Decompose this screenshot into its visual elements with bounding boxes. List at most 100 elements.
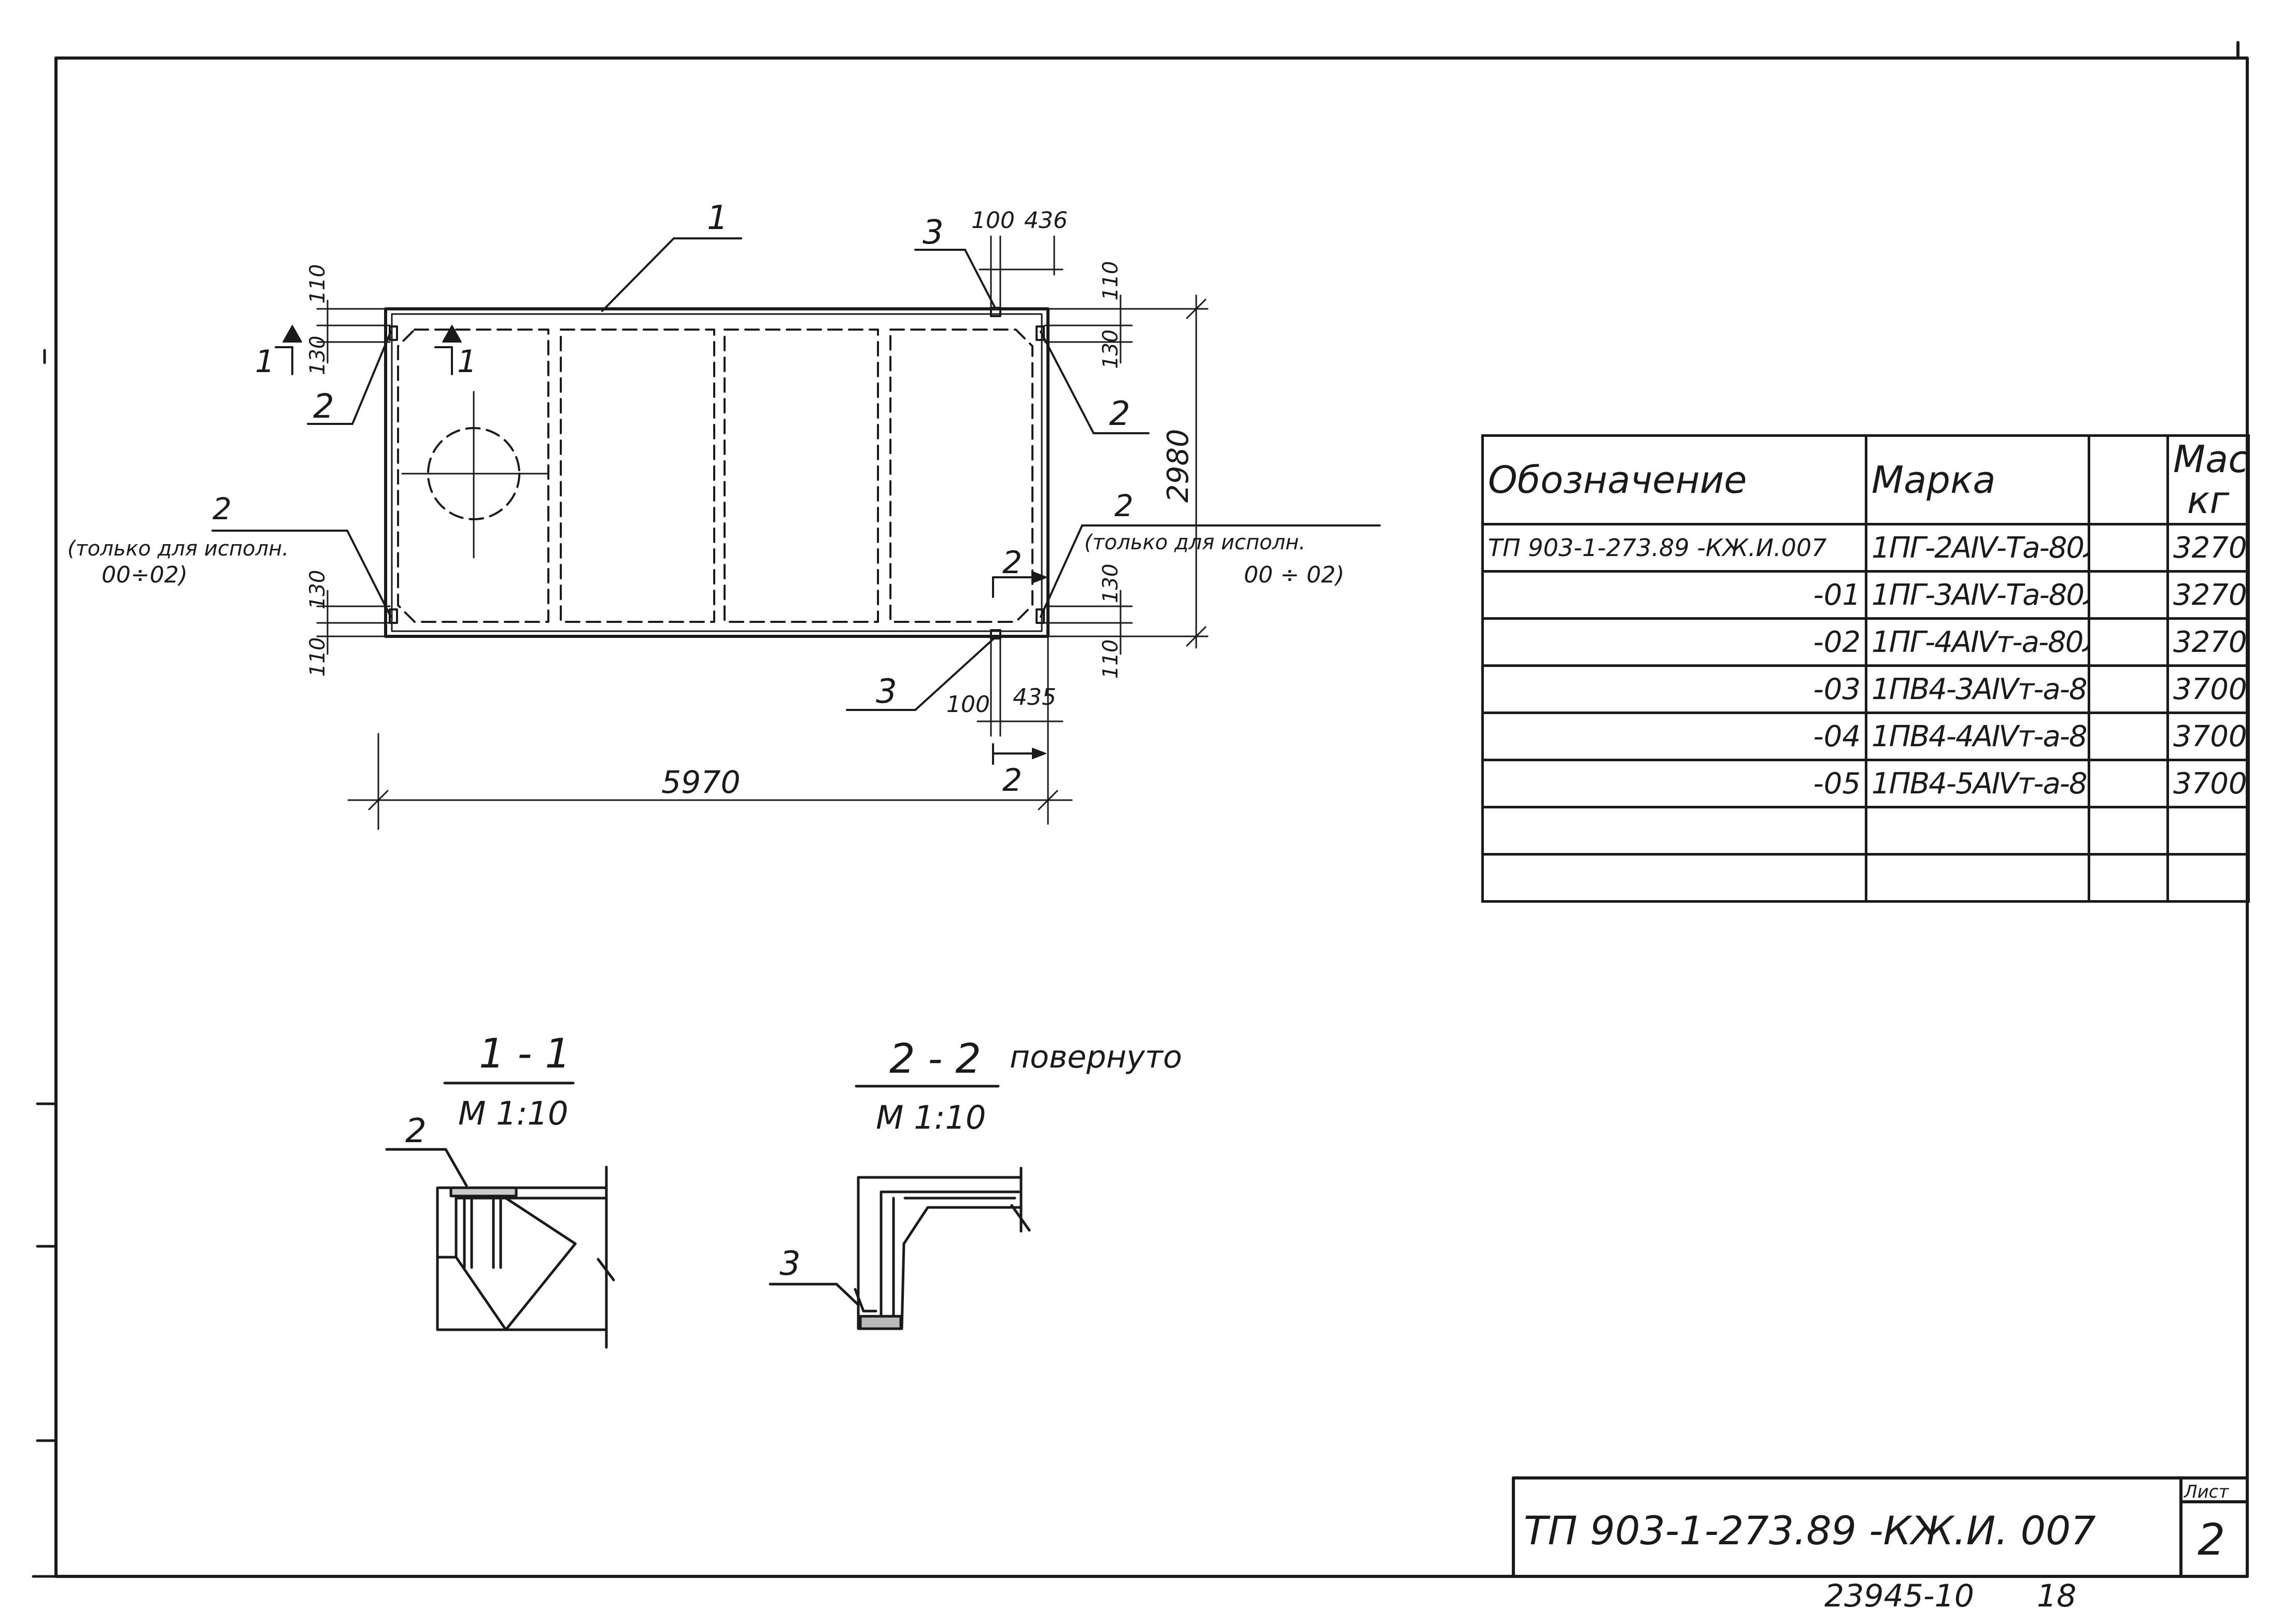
section-2-title: 2 - 2 bbox=[889, 1036, 981, 1083]
dim-bottom-a: 100 bbox=[946, 691, 990, 718]
cell-brand: 1ПВ4-3АⅣт-а-80Л2В-2-400м bbox=[1865, 664, 2090, 714]
section-1-callout: 2 bbox=[405, 1112, 427, 1150]
sheet-label: Лист bbox=[2183, 1482, 2229, 1502]
corner-pads bbox=[389, 325, 1045, 624]
cell-mass bbox=[2166, 806, 2250, 856]
header-brand: Марка bbox=[1865, 434, 2090, 525]
dim-left-top-a: 110 bbox=[306, 264, 330, 304]
dim-width: 2980 bbox=[1161, 429, 1195, 503]
note-left-number: 2 bbox=[212, 491, 232, 527]
cell-blank bbox=[2088, 570, 2169, 620]
cell-blank bbox=[2088, 712, 2169, 761]
section-mark-2-bottom: 2 bbox=[1002, 762, 1022, 799]
cell-brand: 1ПГ-3АⅣ-Та-80Л2В2-400м bbox=[1865, 570, 2090, 620]
cell-brand: 1ПГ-4АⅣт-а-80Л2В-2-400м bbox=[1865, 617, 2090, 667]
cell-blank bbox=[2088, 664, 2169, 714]
note-right-line2: 00 ÷ 02) bbox=[1244, 562, 1344, 588]
cell-designation bbox=[1481, 853, 1867, 903]
dim-bottom-b: 435 bbox=[1013, 684, 1056, 710]
cell-mass bbox=[2166, 853, 2250, 903]
cell-designation: -05 bbox=[1481, 759, 1867, 808]
table-row: -04 1ПВ4-4АⅣт-а-80Л2В-2-400м 3700 bbox=[1481, 712, 2250, 761]
section-1-scale: М 1:10 bbox=[458, 1094, 568, 1132]
margin-ticks bbox=[32, 349, 58, 1578]
note-left-line2: 00÷02) bbox=[102, 562, 188, 588]
dim-left-top-b: 130 bbox=[306, 336, 330, 375]
header-blank bbox=[2088, 434, 2169, 525]
title-block-code: ТП 903-1-273.89 -КЖ.И. 007 bbox=[1524, 1507, 2096, 1554]
dim-right-bot-b: 110 bbox=[1099, 639, 1123, 679]
header-designation: Обозначение bbox=[1481, 434, 1867, 525]
table-row: -05 1ПВ4-5АⅣт-а-80Л2В-2-400м 3700 bbox=[1481, 759, 2250, 808]
page-number: 18 bbox=[2037, 1578, 2076, 1614]
callout-pad-right: 2 bbox=[1109, 395, 1130, 433]
section-mark-1-left: 1 bbox=[255, 344, 275, 380]
sheet-frame bbox=[54, 41, 2249, 1578]
cell-brand: 1ПГ-2АⅣ-Та-80Л2В-2-400м bbox=[1865, 523, 2090, 573]
note-right-line1: (только для исполн. bbox=[1084, 531, 1306, 554]
header-mass: Массакг bbox=[2166, 434, 2250, 525]
cell-blank bbox=[2088, 806, 2169, 856]
section-2-scale: М 1:10 bbox=[876, 1099, 986, 1136]
dim-length: 5970 bbox=[661, 764, 741, 801]
cell-brand: 1ПВ4-4АⅣт-а-80Л2В-2-400м bbox=[1865, 712, 2090, 761]
callout-frame: 1 bbox=[707, 199, 728, 237]
section-1-title: 1 - 1 bbox=[479, 1031, 571, 1077]
table-row: -02 1ПГ-4АⅣт-а-80Л2В-2-400м 3270 bbox=[1481, 617, 2250, 667]
dim-right-top-a: 110 bbox=[1099, 261, 1123, 301]
cell-blank bbox=[2088, 523, 2169, 573]
cell-mass: 3700 bbox=[2166, 712, 2250, 761]
section-2-2: 2 - 2 повернуто М 1:10 3 bbox=[769, 1036, 1182, 1330]
section-mark-1-right: 1 bbox=[457, 344, 477, 380]
inventory-number: 23945-10 bbox=[1824, 1578, 1974, 1614]
header-mass-label: Масса bbox=[2173, 437, 2249, 481]
cell-designation: ТП 903-1-273.89 -КЖ.И.007 bbox=[1481, 523, 1867, 573]
cell-blank bbox=[2088, 759, 2169, 808]
dim-right-bot-a: 130 bbox=[1099, 564, 1123, 603]
slab-plan bbox=[384, 307, 1050, 639]
cell-blank bbox=[2088, 853, 2169, 903]
cell-designation bbox=[1481, 806, 1867, 856]
title-block bbox=[1512, 1476, 2249, 1578]
dim-top-b: 436 bbox=[1024, 207, 1068, 234]
table-row bbox=[1481, 853, 2250, 903]
dim-left-bot-b: 110 bbox=[306, 637, 330, 677]
callout-pad-left: 2 bbox=[313, 388, 334, 426]
cell-designation: -03 bbox=[1481, 664, 1867, 714]
note-right-number: 2 bbox=[1114, 488, 1133, 523]
cell-mass: 3270 bbox=[2166, 570, 2250, 620]
table-row: ТП 903-1-273.89 -КЖ.И.007 1ПГ-2АⅣ-Та-80Л… bbox=[1481, 523, 2250, 573]
section-2-callout: 3 bbox=[779, 1245, 801, 1283]
cell-designation: -04 bbox=[1481, 712, 1867, 761]
cell-blank bbox=[2088, 617, 2169, 667]
section-2-suffix: повернуто bbox=[1010, 1039, 1182, 1075]
cell-brand: 1ПВ4-5АⅣт-а-80Л2В-2-400м bbox=[1865, 759, 2090, 808]
cell-mass: 3700 bbox=[2166, 664, 2250, 714]
cell-designation: -01 bbox=[1481, 570, 1867, 620]
plan-dimensions bbox=[316, 235, 1209, 830]
spec-header-row: Обозначение Марка Массакг bbox=[1481, 434, 2250, 525]
table-row: -01 1ПГ-3АⅣ-Та-80Л2В2-400м 3270 bbox=[1481, 570, 2250, 620]
cell-brand bbox=[1865, 853, 2090, 903]
section-mark-2-top: 2 bbox=[1002, 545, 1022, 581]
header-mass-unit: кг bbox=[2187, 478, 2230, 522]
cell-mass: 3270 bbox=[2166, 523, 2250, 573]
slab-outline bbox=[384, 307, 1050, 638]
spec-table: Обозначение Марка Массакг ТП 903-1-273.8… bbox=[1481, 434, 2250, 903]
callout-insert-top: 3 bbox=[923, 214, 944, 252]
cell-mass: 3700 bbox=[2166, 759, 2250, 808]
table-row: -03 1ПВ4-3АⅣт-а-80Л2В-2-400м 3700 bbox=[1481, 664, 2250, 714]
callout-insert-bottom: 3 bbox=[876, 673, 897, 711]
dim-top-a: 100 bbox=[971, 207, 1015, 234]
plan-labels: 1 2 2 3 3 1 1 2 2 2 (только для исполн. … bbox=[67, 199, 1344, 801]
table-row bbox=[1481, 806, 2250, 856]
dim-left-bot-a: 130 bbox=[306, 570, 330, 609]
dim-right-top-b: 130 bbox=[1099, 330, 1123, 369]
section-1-1: 1 - 1 М 1:10 2 bbox=[385, 1031, 615, 1349]
sheet-number: 2 bbox=[2198, 1514, 2225, 1565]
cell-mass: 3270 bbox=[2166, 617, 2250, 667]
slab-ribs bbox=[397, 329, 1033, 623]
cell-designation: -02 bbox=[1481, 617, 1867, 667]
note-left-line1: (только для исполн. bbox=[67, 537, 289, 561]
